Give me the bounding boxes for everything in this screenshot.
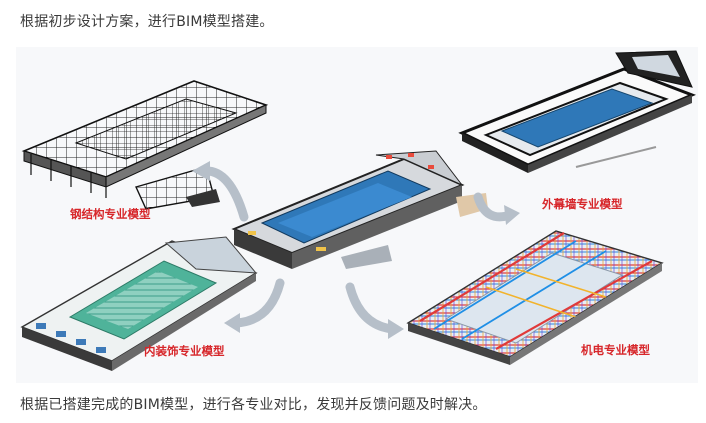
label-mep-model: 机电专业模型 — [581, 343, 650, 357]
steel-structure-model — [21, 80, 269, 210]
bim-model-figure: 钢结构专业模型 外幕墙专业模型 内装饰专业模型 机电专业模型 — [16, 47, 698, 383]
bim-models-illustration — [20, 50, 697, 371]
label-steel-structure-model: 钢结构专业模型 — [70, 207, 151, 221]
arrow-to-mep — [345, 282, 397, 334]
mep-model — [406, 230, 664, 365]
curtain-wall-model — [458, 50, 697, 173]
arrow-to-interior — [231, 278, 285, 328]
arrow-heads — [192, 161, 520, 339]
label-curtain-wall-model: 外幕墙专业模型 — [542, 197, 623, 211]
conclusion-paragraph: 根据已搭建完成的BIM模型，进行各专业对比，发现并反馈问题及时解决。 — [20, 397, 487, 413]
interior-decoration-model — [20, 236, 258, 371]
central-combined-model — [231, 150, 488, 269]
intro-paragraph: 根据初步设计方案，进行BIM模型搭建。 — [20, 14, 274, 30]
label-interior-model: 内装饰专业模型 — [144, 344, 225, 358]
